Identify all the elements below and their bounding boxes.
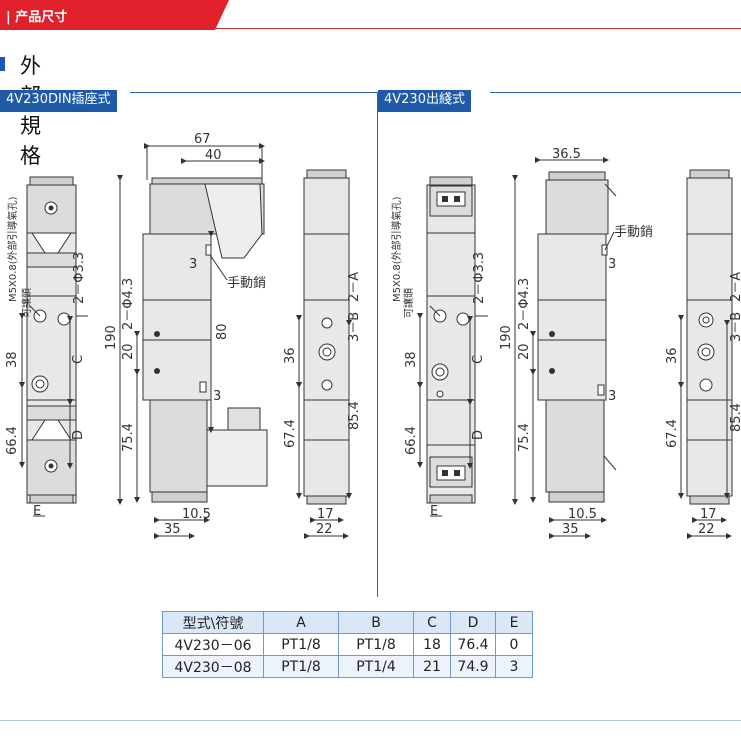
right-d67-4-label: 67.4 <box>665 419 680 448</box>
col-header-model: 型式\符號 <box>162 611 264 634</box>
right-side-view <box>537 171 617 503</box>
table-cell: PT1/8 <box>263 633 339 656</box>
right-d36-5-label: 36.5 <box>552 147 581 162</box>
left-d-label: D <box>71 430 86 440</box>
left-front-view <box>26 176 77 504</box>
table-cell: 3 <box>495 655 533 678</box>
right-c-label: C <box>471 355 486 364</box>
right-right-view <box>686 169 733 505</box>
right-manual-label: 手動銷 <box>614 224 653 240</box>
right-d66-label: 66.4 <box>404 426 419 455</box>
panel-divider <box>377 92 378 597</box>
table-cell: 4V230－06 <box>162 633 264 656</box>
col-header-b: B <box>338 611 414 634</box>
header-tab <box>0 0 229 30</box>
left-breather-label: 可讓頭 <box>20 288 33 318</box>
table-cell: PT1/4 <box>338 655 414 678</box>
col-header-d: D <box>450 611 496 634</box>
table-cell: 18 <box>413 633 451 656</box>
header-rule <box>215 28 741 29</box>
left-m5-label: M5X0.8(外部引導氣孔) <box>6 196 19 302</box>
right-m5-label: M5X0.8(外部引導氣孔) <box>390 196 403 302</box>
table-row: 4V230－08 PT1/8 PT1/4 21 74.9 3 <box>162 655 533 678</box>
left-d80-label: 80 <box>215 323 230 340</box>
section-marker <box>0 57 5 71</box>
left-d75-label: 75.4 <box>121 423 136 452</box>
header-bar: | 产品尺寸 <box>0 0 741 30</box>
left-d85-label: 85.4 <box>347 401 362 430</box>
left-d40-label: 40 <box>205 148 222 163</box>
right-phi43-label: 2－Φ4.3 <box>517 278 532 330</box>
header-label: | 产品尺寸 <box>6 10 68 25</box>
left-d67-label: 67 <box>194 132 211 147</box>
right-d36-label: 36 <box>665 347 680 364</box>
spec-table-header: 型式\符號 A B C D E <box>162 611 533 634</box>
technical-drawing: M5X0.8(外部引導氣孔) 可讓頭 2－Φ3.3 38 66.4 C D E <box>5 132 741 539</box>
right-e-label: E <box>430 504 438 519</box>
table-cell: 76.4 <box>450 633 496 656</box>
right-d35-label: 35 <box>562 522 579 537</box>
right-panel-tag: 4V230出綫式 <box>378 90 471 112</box>
right-2a-label: 2－A <box>729 272 741 302</box>
left-d36-label: 36 <box>283 347 298 364</box>
right-d3-label: 3 <box>608 257 616 272</box>
left-d20-label: 20 <box>121 343 136 360</box>
left-d38-label: 38 <box>5 351 20 368</box>
left-e-label: E <box>33 504 41 519</box>
spec-table: 型式\符號 A B C D E 4V230－06 PT1/8 PT1/8 18 … <box>162 611 533 678</box>
left-manual-label: 手動銷 <box>227 275 266 291</box>
col-header-c: C <box>413 611 451 634</box>
left-d10-label: 10.5 <box>182 507 211 522</box>
left-right-view <box>303 169 350 505</box>
right-d17-label: 17 <box>700 507 717 522</box>
left-phi43-label: 2－Φ4.3 <box>121 278 136 330</box>
right-d75-label: 75.4 <box>517 423 532 452</box>
table-cell: 0 <box>495 633 533 656</box>
right-d3b-label: 3 <box>608 389 616 404</box>
right-breather-label: 可讓頭 <box>402 288 415 318</box>
right-d22-label: 22 <box>698 522 715 537</box>
right-tag-rule <box>490 92 741 93</box>
left-side-view <box>142 177 268 503</box>
left-phi33-label: 2－Φ3.3 <box>72 252 87 304</box>
right-d38-label: 38 <box>404 351 419 368</box>
right-phi33-label: 2－Φ3.3 <box>472 252 487 304</box>
col-header-e: E <box>495 611 533 634</box>
left-tag-rule <box>130 92 377 93</box>
left-panel-tag: 4V230DIN插座式 <box>0 90 117 112</box>
table-cell: 74.9 <box>450 655 496 678</box>
right-3b-label: 3－B <box>729 312 741 342</box>
right-d10-label: 10.5 <box>568 507 597 522</box>
col-header-a: A <box>263 611 339 634</box>
table-cell: 21 <box>413 655 451 678</box>
table-cell: 4V230－08 <box>162 655 264 678</box>
left-d22-label: 22 <box>316 522 333 537</box>
right-d85-label: 85.4 <box>729 403 741 432</box>
bottom-rule <box>0 720 741 721</box>
left-d3b-label: 3 <box>213 389 221 404</box>
table-cell: PT1/8 <box>338 633 414 656</box>
left-d35-label: 35 <box>164 522 181 537</box>
right-d20-label: 20 <box>517 343 532 360</box>
left-d17-label: 17 <box>317 507 334 522</box>
right-d190-label: 190 <box>499 325 514 350</box>
left-d3a-label: 3 <box>189 257 197 272</box>
section-title: 外部規格 <box>20 54 41 168</box>
left-2a-label: 2－A <box>347 272 362 302</box>
left-c-label: C <box>71 355 86 364</box>
table-row: 4V230－06 PT1/8 PT1/8 18 76.4 0 <box>162 633 533 656</box>
right-d-label: D <box>471 430 486 440</box>
right-front-view <box>426 176 476 504</box>
left-d67-4-label: 67.4 <box>283 419 298 448</box>
left-d190-label: 190 <box>104 325 119 350</box>
table-cell: PT1/8 <box>263 655 339 678</box>
left-d66-label: 66.4 <box>5 426 20 455</box>
